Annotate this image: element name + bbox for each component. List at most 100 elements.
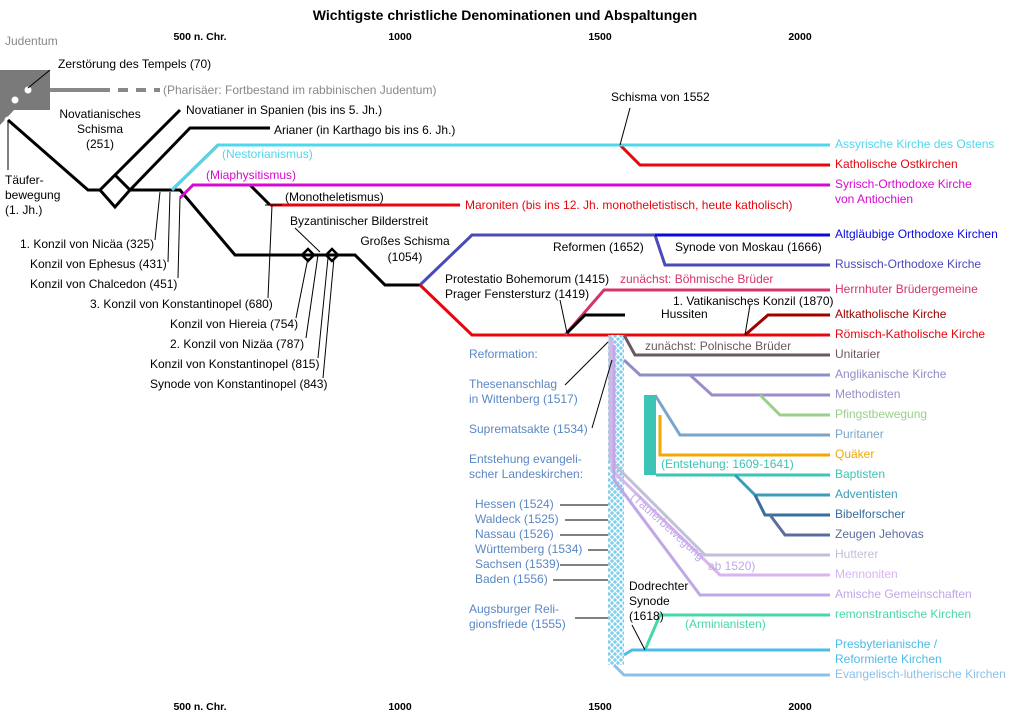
anglican-line <box>622 358 830 377</box>
novatian-line <box>113 108 182 177</box>
nizaa787-pointer <box>305 254 319 339</box>
axis-tick-top-2000: 2000 <box>788 31 812 43</box>
konst815-pointer <box>317 257 329 359</box>
fenstersturz-label: Prager Fenstersturz (1419) <box>445 287 589 301</box>
byzantine-line <box>300 253 420 287</box>
chalcedon-label: Konzil von Chalcedon (451) <box>30 277 177 291</box>
denomination-label: Pfingstbewegung <box>835 407 927 421</box>
dordrecht-pointer <box>631 624 646 651</box>
denomination-label: Amische Gemeinschaften <box>835 587 972 601</box>
entstehung-label: (Entstehung: 1609-1641) <box>661 457 794 471</box>
konst815-label: Konzil von Konstantinopel (815) <box>150 357 319 371</box>
axis-tick-bottom-500: 500 n. Chr. <box>173 701 226 713</box>
early-church-lines <box>7 108 420 287</box>
waldeck-label: Waldeck (1525) <box>475 512 559 526</box>
ephesus-pointer <box>167 191 171 263</box>
novatian-label-3: (251) <box>86 137 114 151</box>
sachsen-label: Sachsen (1539) <box>475 557 560 571</box>
denomination-label: Anglikanische Kirche <box>835 367 947 381</box>
mennonite-line <box>610 340 830 577</box>
bilderstreit-pointer <box>294 227 321 253</box>
hessen-label: Hessen (1524) <box>475 497 554 511</box>
novatian-diamond <box>98 172 132 192</box>
remonstrant-line <box>643 613 830 651</box>
nestorianismus-label: (Nestorianismus) <box>222 147 313 161</box>
denomination-label: von Antiochien <box>835 192 913 206</box>
baptist-bar <box>644 395 656 475</box>
arian-label: Arianer (in Karthago bis ins 6. Jh.) <box>274 123 455 137</box>
denomination-label: Assyrische Kirche des Ostens <box>835 137 994 151</box>
quaker-line <box>658 415 830 457</box>
nicaa-label: 1. Konzil von Nicäa (325) <box>20 237 154 251</box>
axis-tick-bottom-1000: 1000 <box>388 701 412 713</box>
schisma1552-label: Schisma von 1552 <box>611 90 710 104</box>
puritan-line <box>653 394 830 437</box>
bilderstreit-diamond-1 <box>300 247 316 263</box>
suprematsakte-label: Suprematsakte (1534) <box>469 422 588 436</box>
denomination-label: Presbyterianische / <box>835 637 938 651</box>
bible-student-line <box>753 494 830 517</box>
synode843-label: Synode von Konstantinopel (843) <box>150 377 327 391</box>
denomination-label: Zeugen Jehovas <box>835 527 924 541</box>
presbyterian-line <box>623 648 830 657</box>
thesen-pointer <box>564 341 609 386</box>
arian-line <box>128 126 270 192</box>
denomination-label: Baptisten <box>835 467 885 481</box>
hussite-label: Hussiten <box>661 307 708 321</box>
diagram-title: Wichtigste christliche Denominationen un… <box>313 7 697 23</box>
konst680-pointer <box>267 204 273 299</box>
pharisaer-marker <box>24 86 32 94</box>
assyrian-line <box>170 143 830 192</box>
denomination-labels: Assyrische Kirche des OstensKatholische … <box>835 137 1006 681</box>
denomination-label: Russisch-Orthodoxe Kirche <box>835 257 981 271</box>
schisma-label-2: (1054) <box>388 250 423 264</box>
denomination-label: Unitarier <box>835 347 880 361</box>
dordrecht-label-1: Dodrechter <box>629 579 688 593</box>
reformation-label: Reformation: <box>469 347 538 361</box>
judentum-label: Judentum <box>5 34 58 48</box>
taufer-label-3: (1. Jh.) <box>5 203 42 217</box>
novatian-spain-label: Novatianer in Spanien (bis ins 5. Jh.) <box>186 103 382 117</box>
taufer-label-2: bewegung <box>5 188 60 202</box>
roman-catholic-line <box>418 283 830 337</box>
tempel-label: Zerstörung des Tempels (70) <box>58 57 211 71</box>
chalcedon-pointer <box>177 197 181 279</box>
augsburg-label-2: gionsfriede (1555) <box>469 617 566 631</box>
suprematsakte-pointer <box>591 359 613 429</box>
pharisaer-label: (Pharisäer: Fortbestand im rabbinischen … <box>163 83 436 97</box>
vatikan-pointer <box>744 304 751 336</box>
hiereia-pointer <box>295 257 309 319</box>
bohm-bruder-label: zunächst: Böhmische Brüder <box>620 272 773 286</box>
syrian-orthodox-line <box>178 183 830 200</box>
denomination-label: Syrisch-Orthodoxe Kirche <box>835 177 972 191</box>
bohemorum-pointer <box>559 299 568 334</box>
tempel-pointer <box>27 69 51 89</box>
nizaa787-label: 2. Konzil von Nizäa (787) <box>170 337 304 351</box>
ephesus-label: Konzil von Ephesus (431) <box>30 257 167 271</box>
denomination-label: Altgläubige Orthodoxe Kirchen <box>835 227 998 241</box>
denomination-label: Mennoniten <box>835 567 898 581</box>
bohemorum-label: Protestatio Bohemorum (1415) <box>445 272 609 286</box>
amish-line <box>612 345 830 597</box>
taufer-label-1: Täufer- <box>5 173 44 187</box>
maroniten-label: Maroniten (bis ins 12. Jh. monotheletist… <box>465 198 793 212</box>
schisma-label-1: Großes Schisma <box>360 234 450 248</box>
denomination-label: Methodisten <box>835 387 900 401</box>
bilderstreit-diamond-2 <box>324 247 340 263</box>
denomination-label: Katholische Ostkirchen <box>835 157 958 171</box>
denomination-label: Reformierte Kirchen <box>835 652 942 666</box>
thesen-label-2: in Wittenberg (1517) <box>469 392 578 406</box>
main-church-line <box>98 188 300 257</box>
landeskirchen-label-2: scher Landeskirchen: <box>469 467 583 481</box>
reformen-label: Reformen (1652) <box>553 240 644 254</box>
augsburg-label-1: Augsburger Reli- <box>469 602 559 616</box>
ab1520-label: ab 1520) <box>708 559 755 573</box>
baden-label: Baden (1556) <box>475 572 548 586</box>
council-pointers <box>154 107 751 651</box>
wurttemberg-label: Württemberg (1534) <box>475 542 582 556</box>
bilderstreit-label: Byzantinischer Bilderstreit <box>290 214 429 228</box>
hiereia-label: Konzil von Hiereia (754) <box>170 317 298 331</box>
axis-tick-bottom-2000: 2000 <box>788 701 812 713</box>
hussite-line <box>565 313 625 335</box>
monothelete-line <box>248 183 272 207</box>
